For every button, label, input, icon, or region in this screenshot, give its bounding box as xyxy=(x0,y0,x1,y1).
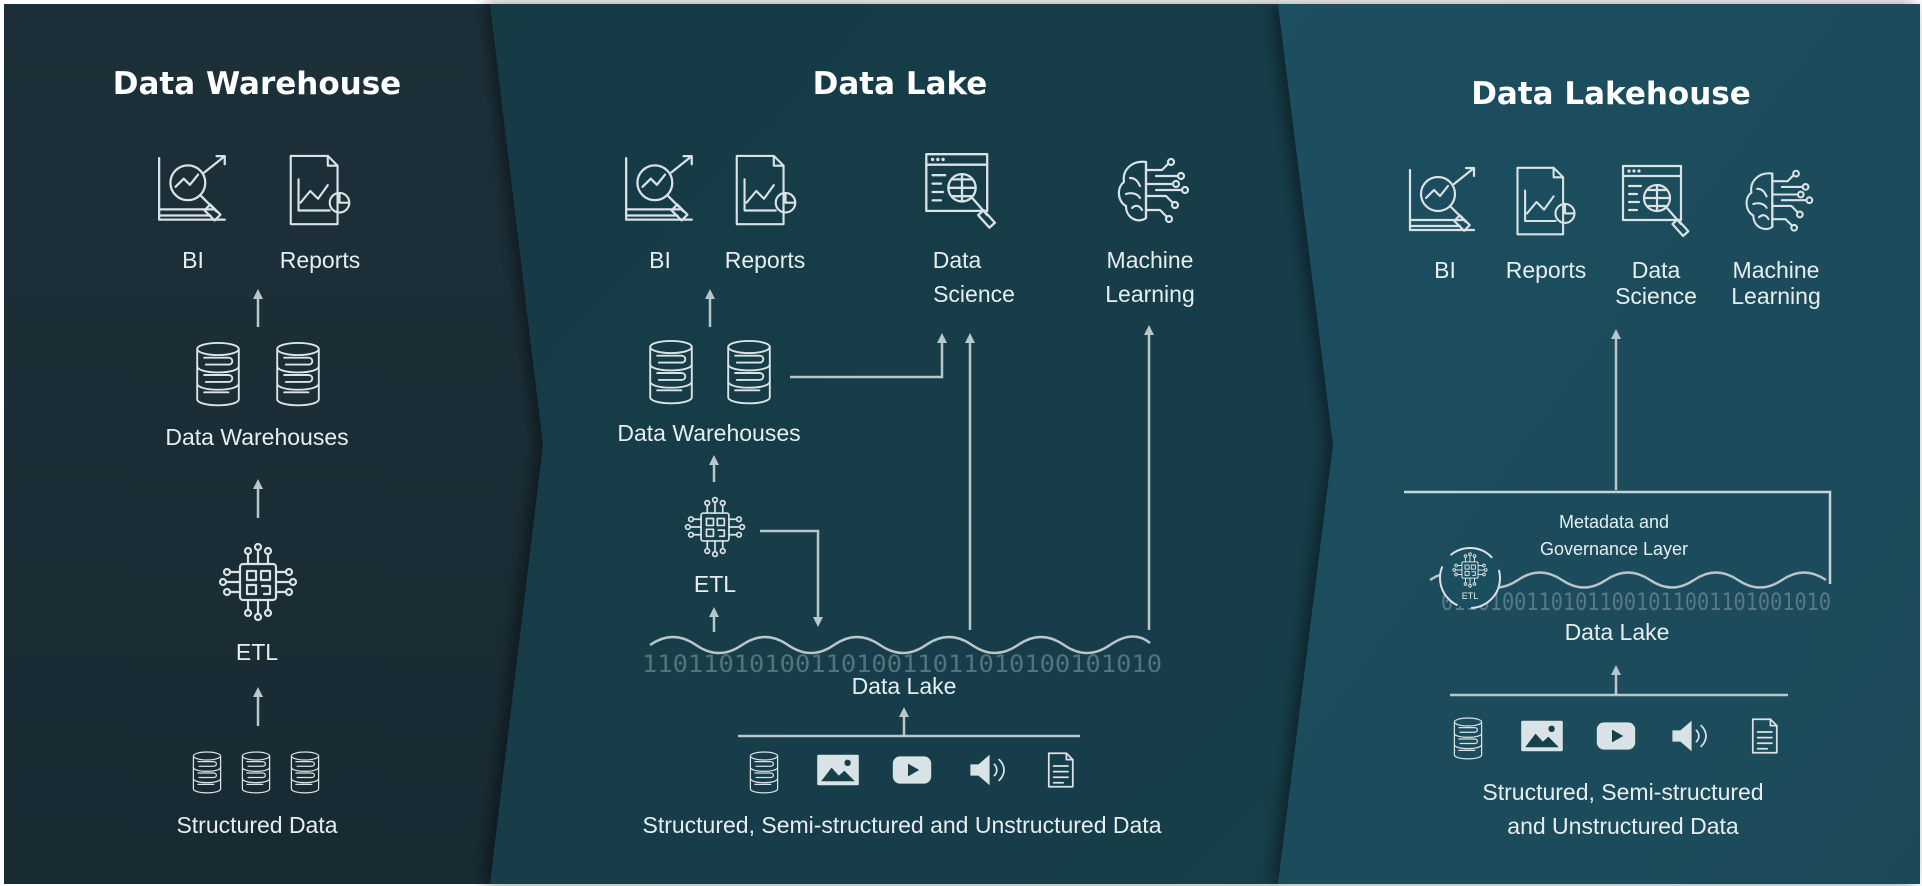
lakehouse-binary-stream: 01101001101011001011001101001010 xyxy=(1441,588,1831,616)
warehouse-section: Data Warehouse BI Reports Data Warehouse… xyxy=(113,66,401,838)
etl-to-lake-arrow xyxy=(760,529,823,627)
image-icon xyxy=(817,754,859,786)
lakehouse-ml-label-1: Machine xyxy=(1733,257,1820,283)
lake-panel xyxy=(490,4,1335,884)
lake-bi-label: BI xyxy=(649,247,671,273)
lakehouse-bi-label: BI xyxy=(1434,257,1456,283)
image-icon xyxy=(1521,720,1563,752)
lake-lake-label: Data Lake xyxy=(852,673,957,699)
warehouse-warehouses-label: Data Warehouses xyxy=(165,424,348,450)
lake-ml-label-1: Machine xyxy=(1107,247,1194,273)
lakehouse-ds-label-1: Data xyxy=(1632,257,1681,283)
lakehouse-source-label-2: and Unstructured Data xyxy=(1507,813,1739,839)
meta-label-2: Governance Layer xyxy=(1540,539,1688,559)
governance-layer-frame xyxy=(1404,490,1832,584)
lake-ml-label-2: Learning xyxy=(1105,281,1195,307)
meta-label-1: Metadata and xyxy=(1559,512,1669,532)
lakehouse-reports-label: Reports xyxy=(1506,257,1587,283)
lakehouse-title: Data Lakehouse xyxy=(1471,76,1751,112)
lakehouse-source-label-1: Structured, Semi-structured xyxy=(1482,779,1763,805)
lakehouse-etl-label: ETL xyxy=(1462,591,1479,601)
lake-binary-stream: 1101101010011010011011010100101010 xyxy=(642,650,1162,678)
lake-title: Data Lake xyxy=(813,66,988,102)
warehouse-bi-label: BI xyxy=(182,247,204,273)
video-play-icon xyxy=(1596,722,1636,750)
lake-wave xyxy=(649,635,1151,655)
warehouse-to-ds-arrow xyxy=(790,333,947,379)
lake-warehouses-label: Data Warehouses xyxy=(617,420,800,446)
lakehouse-panel xyxy=(1278,4,1920,884)
lakehouse-lake-label: Data Lake xyxy=(1565,619,1670,645)
warehouse-etl-label: ETL xyxy=(236,639,278,665)
lake-reports-label: Reports xyxy=(725,247,806,273)
lake-section: Data Lake BI Reports Data Science Machin… xyxy=(617,66,1194,838)
warehouse-reports-label: Reports xyxy=(280,247,361,273)
lake-etl-label: ETL xyxy=(694,571,736,597)
lakehouse-ml-label-2: Learning xyxy=(1731,283,1821,309)
lake-source-label: Structured, Semi-structured and Unstruct… xyxy=(642,812,1161,838)
lakehouse-ds-label-2: Science xyxy=(1615,283,1697,309)
video-play-icon xyxy=(892,756,932,784)
lake-ds-label-2: Science xyxy=(933,281,1015,307)
warehouse-source-label: Structured Data xyxy=(176,812,337,838)
lake-ds-label-1: Data xyxy=(933,247,982,273)
warehouse-title: Data Warehouse xyxy=(113,66,401,102)
lakehouse-section: Data Lakehouse BI Reports Data Science M… xyxy=(1402,76,1832,839)
